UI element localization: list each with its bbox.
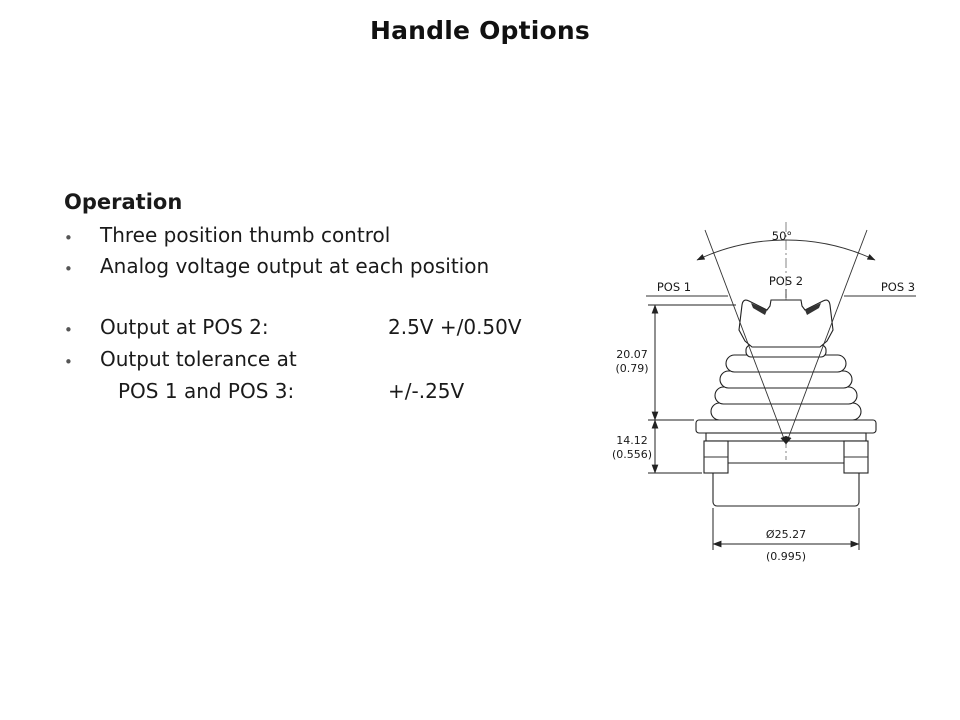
- dim-diameter-mm: Ø25.27: [766, 528, 806, 541]
- diameter-dimension: Ø25.27 (0.995): [712, 508, 860, 563]
- bullet-text: Three position thumb control: [100, 223, 391, 247]
- dim-lower-in: (0.556): [612, 448, 652, 461]
- dim-lower-mm: 14.12: [616, 434, 648, 447]
- operation-heading: Operation: [64, 190, 183, 214]
- spec-row: • Output at POS 2: 2.5V +/0.50V: [64, 313, 624, 345]
- dim-diameter-in: (0.995): [766, 550, 806, 563]
- spec-row: • Output tolerance at: [64, 345, 624, 377]
- joystick-drawing-svg: 50° POS 1 POS 2 POS 3 20.07 (0.79) 1: [612, 222, 916, 563]
- bullet-icon: [64, 377, 100, 380]
- bullet-item: • Three position thumb control: [64, 221, 624, 252]
- bullet-icon: •: [64, 321, 73, 339]
- pos2-label: POS 2: [769, 274, 803, 288]
- spec-row: POS 1 and POS 3: +/-.25V: [64, 377, 624, 406]
- flange: [695, 419, 877, 434]
- operation-section: Operation • Three position thumb control…: [64, 190, 624, 406]
- spec-label: POS 1 and POS 3:: [118, 379, 295, 403]
- bullet-icon: •: [64, 260, 73, 278]
- bullet-text: Analog voltage output at each position: [100, 254, 490, 278]
- flange-underside: [705, 432, 867, 442]
- pos3-label: POS 3: [881, 280, 915, 294]
- spec-value: 2.5V +/0.50V: [388, 315, 522, 339]
- knob-shading-right: [805, 303, 821, 315]
- spec-value: +/-.25V: [388, 379, 465, 403]
- bushing: [712, 462, 860, 507]
- pos1-label: POS 1: [657, 280, 691, 294]
- joystick-dimension-drawing: 50° POS 1 POS 2 POS 3 20.07 (0.79) 1: [610, 208, 920, 582]
- dim-upper-in: (0.79): [615, 362, 648, 375]
- height-dimensions: 20.07 (0.79) 14.12 (0.556): [612, 304, 736, 474]
- page-title: Handle Options: [369, 16, 591, 45]
- spec-label: Output tolerance at: [100, 347, 297, 371]
- spec-label: Output at POS 2:: [100, 315, 269, 339]
- angle-label: 50°: [772, 229, 792, 243]
- bullet-icon: •: [64, 229, 73, 247]
- position-labels: POS 1 POS 2 POS 3: [646, 274, 916, 298]
- spec-list: • Output at POS 2: 2.5V +/0.50V • Output…: [64, 313, 624, 406]
- bullet-item: • Analog voltage output at each position: [64, 252, 624, 283]
- travel-angle-lines: 50°: [696, 229, 876, 445]
- mounting-nuts: [703, 440, 869, 474]
- angle-arc: [696, 239, 876, 261]
- dim-upper-mm: 20.07: [616, 348, 648, 361]
- thumb-knob: [738, 299, 834, 348]
- joystick-body: [695, 299, 877, 507]
- knob-shading-left: [751, 303, 767, 315]
- bellows: [710, 354, 862, 421]
- bullet-icon: •: [64, 353, 73, 371]
